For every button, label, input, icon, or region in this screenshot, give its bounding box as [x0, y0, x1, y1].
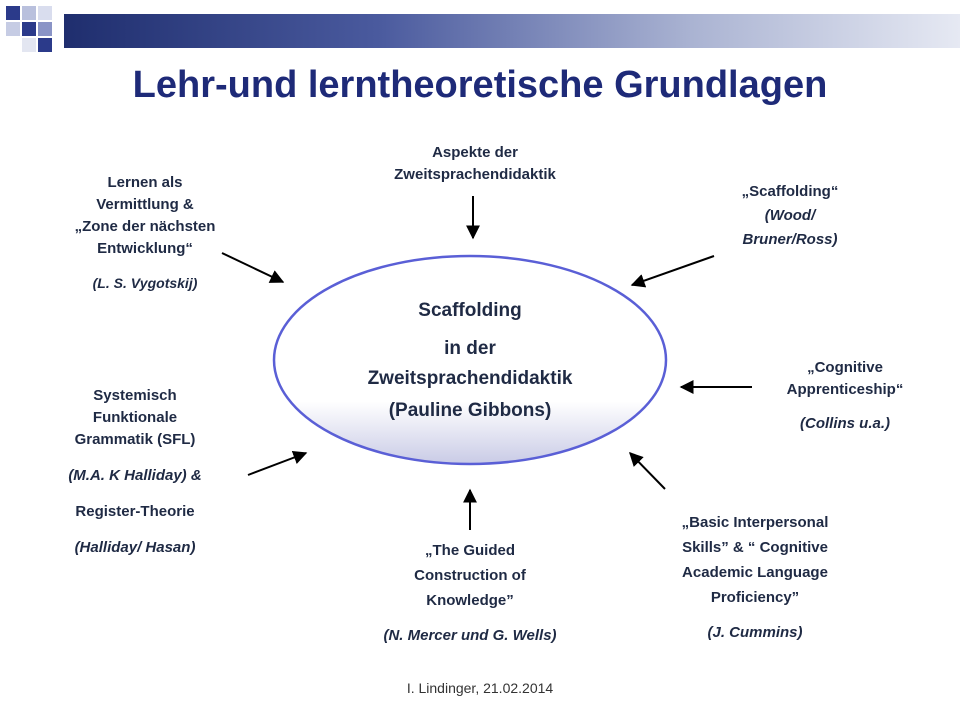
node-lernen-line2: Vermittlung &	[96, 196, 194, 213]
node-sfl-line2: Funktionale	[92, 409, 178, 426]
node-lernen-line4: Entwicklung“	[97, 240, 193, 257]
decor-square	[22, 38, 36, 52]
node-bics-line1: „Basic Interpersonal	[681, 514, 829, 531]
node-sfl: Systemisch Funktionale Grammatik (SFL) (…	[30, 385, 240, 559]
node-bics-line3: Academic Language	[682, 564, 828, 581]
node-scaffolding-wood-line1: „Scaffolding“	[741, 183, 839, 200]
node-cognitive-source: (Collins u.a.)	[800, 415, 890, 432]
node-scaffolding-wood-line2: (Wood/	[764, 207, 816, 224]
decor-square	[38, 6, 52, 20]
node-cognitive-line1: „Cognitive	[807, 359, 883, 376]
center-line-2: in der	[444, 338, 496, 359]
arrow-top-right	[630, 255, 715, 288]
node-sfl-line3: Grammatik (SFL)	[74, 431, 196, 448]
node-bics-source: (J. Cummins)	[707, 624, 803, 641]
arrow-top-left	[221, 252, 285, 283]
decor-square	[22, 6, 36, 20]
node-guided-source: (N. Mercer und G. Wells)	[383, 627, 557, 644]
node-lernen-source: (L. S. Vygotskij)	[92, 275, 198, 291]
decor-square	[6, 22, 20, 36]
node-aspekte-line2: Zweitsprachendidaktik	[394, 166, 556, 183]
footer-credit: I. Lindinger, 21.02.2014	[406, 680, 554, 696]
node-aspekte-line1: Aspekte der	[432, 144, 518, 161]
node-lernen-line3: „Zone der nächsten	[74, 218, 216, 235]
node-scaffolding-wood: „Scaffolding“ (Wood/ Bruner/Ross)	[700, 180, 880, 252]
decor-square	[6, 6, 20, 20]
decor-square	[22, 22, 36, 36]
node-guided-line1: „The Guided	[425, 542, 515, 559]
node-bics-line2: Skills” & “ Cognitive	[682, 539, 828, 556]
center-label: Scaffolding in der Zweitsprachendidaktik…	[300, 296, 640, 426]
arrow-bottom-right	[629, 451, 666, 490]
arrow-bottom-left	[247, 450, 308, 476]
decor-square	[38, 38, 52, 52]
node-sfl-line5: Register-Theorie	[75, 503, 195, 520]
node-sfl-line1: Systemisch	[93, 387, 177, 404]
decor-square	[38, 22, 52, 36]
center-line-1: Scaffolding	[418, 300, 522, 321]
slide-title: Lehr-und lerntheoretische Grundlagen	[132, 64, 828, 106]
node-cognitive-line2: Apprenticeship“	[786, 381, 904, 398]
node-bics-line4: Proficiency”	[710, 589, 800, 606]
center-line-3: Zweitsprachendidaktik	[367, 368, 573, 389]
node-sfl-line4: (M.A. K Halliday) &	[68, 467, 202, 484]
node-guided-line2: Construction of	[414, 567, 526, 584]
node-lernen: Lernen als Vermittlung & „Zone der nächs…	[40, 172, 250, 294]
node-sfl-line6: (Halliday/ Hasan)	[74, 539, 196, 556]
node-bics: „Basic Interpersonal Skills” & “ Cogniti…	[640, 510, 870, 644]
center-line-4: (Pauline Gibbons)	[388, 400, 552, 421]
node-cognitive: „Cognitive Apprenticeship“ (Collins u.a.…	[750, 357, 940, 435]
node-aspekte: Aspekte der Zweitsprachendidaktik	[360, 142, 590, 186]
node-scaffolding-wood-line3: Bruner/Ross)	[742, 231, 838, 248]
node-guided-line3: Knowledge”	[426, 592, 514, 609]
header-banner	[64, 14, 960, 48]
center-ellipse	[272, 254, 668, 466]
node-lernen-line1: Lernen als	[107, 174, 183, 191]
node-guided: „The Guided Construction of Knowledge” (…	[350, 538, 590, 647]
